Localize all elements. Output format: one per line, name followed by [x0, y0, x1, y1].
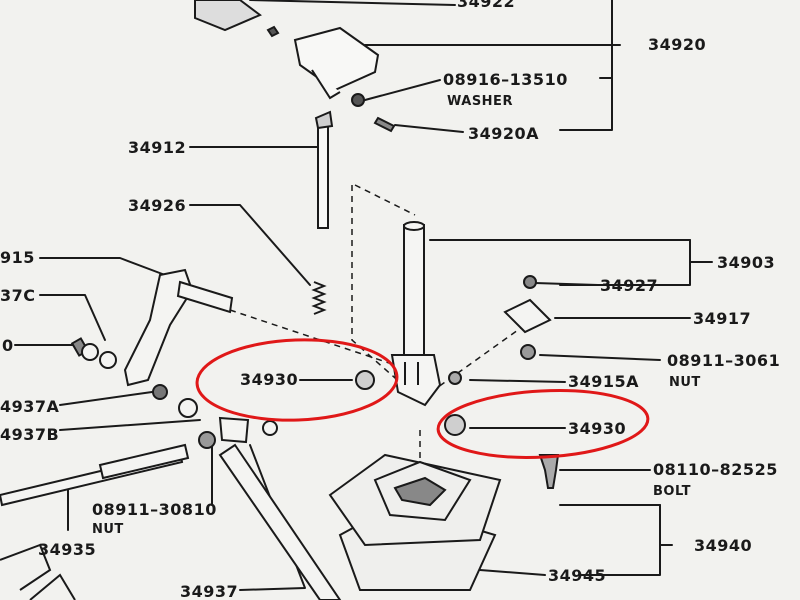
washer-piece — [351, 93, 366, 107]
label-34912: 34912 — [128, 138, 187, 157]
bushing-34930-left — [355, 370, 375, 390]
bracket-34940 — [579, 504, 661, 576]
label-34930-left: 34930 — [240, 370, 299, 389]
label-08110-82525: 08110–82525 — [653, 460, 778, 479]
leader-34937B — [59, 419, 201, 431]
label-34926: 34926 — [128, 196, 187, 215]
nut-08911-3061 — [520, 344, 536, 360]
leader-37C — [39, 294, 106, 341]
label-nut-a: NUT — [669, 375, 701, 390]
label-34903: 34903 — [717, 253, 776, 272]
label-34935: 34935 — [38, 540, 97, 559]
dashed-axis-3 — [229, 309, 411, 371]
leader-34915A — [469, 379, 566, 383]
highlight-34930-right — [436, 389, 650, 459]
label-34915A: 34915A — [568, 372, 640, 391]
label-34922: 34922 — [457, 0, 516, 11]
washer-left-1 — [81, 343, 99, 361]
leader-08911-3061 — [539, 354, 661, 361]
washer-left-2 — [99, 351, 117, 369]
label-0: 0 — [2, 336, 14, 355]
label-34920: 34920 — [648, 35, 707, 54]
label-34937: 34937 — [180, 582, 239, 600]
dashed-axis-1 — [351, 185, 421, 401]
washer-34937B — [178, 398, 198, 418]
label-34937A: 4937A — [0, 397, 60, 416]
clevis — [218, 416, 250, 444]
select-lever-pin — [176, 280, 234, 314]
bracket-34903 — [559, 239, 691, 286]
leader-34922 — [249, 0, 456, 6]
shift-knob — [293, 26, 380, 92]
leader-34945 — [479, 569, 546, 576]
label-37C: 37C — [0, 286, 36, 305]
screw-piece — [373, 116, 396, 133]
label-34945: 34945 — [548, 566, 607, 585]
bolt-08110 — [538, 454, 560, 489]
shift-lever-shaft — [403, 224, 425, 361]
partial-tool — [0, 543, 52, 591]
shift-rod — [317, 117, 329, 229]
label-08916-13510: 08916–13510 — [443, 70, 568, 89]
nut-34937A — [152, 384, 168, 400]
bracket-top — [194, 0, 262, 32]
label-34927: 34927 — [600, 276, 659, 295]
label-0915: 915 — [0, 248, 35, 267]
leader-34937A — [59, 391, 153, 406]
bushing-34930-right — [444, 414, 466, 436]
spring-34926 — [311, 281, 327, 315]
label-washer: WASHER — [447, 94, 513, 109]
select-lever-arm — [123, 268, 194, 387]
label-34940: 34940 — [694, 536, 753, 555]
label-08911-3061: 08911–3061 — [667, 351, 781, 370]
rod-upper — [98, 443, 190, 480]
dashed-axis-2 — [354, 184, 416, 216]
bracket-frame — [559, 0, 613, 131]
highlight-34930-left — [195, 338, 399, 422]
leader-34920A — [394, 124, 464, 133]
label-34930-right: 34930 — [568, 419, 627, 438]
leader-08916 — [364, 79, 441, 101]
washer-270 — [262, 420, 278, 436]
pin-34917 — [503, 298, 552, 334]
leader-34926 — [189, 204, 311, 286]
bushing-34927 — [523, 275, 537, 289]
leader-34927 — [534, 282, 599, 286]
label-34917: 34917 — [693, 309, 752, 328]
label-nut-b: NUT — [92, 522, 124, 537]
label-bolt: BOLT — [653, 484, 691, 499]
label-08911-30810: 08911–30810 — [92, 500, 217, 519]
nut-08911 — [198, 431, 216, 449]
label-34920A: 34920A — [468, 124, 540, 143]
shift-lever-fork — [390, 354, 442, 407]
label-34937B: 4937B — [0, 425, 60, 444]
link-34937 — [218, 443, 342, 600]
leader-0915 — [39, 257, 166, 276]
